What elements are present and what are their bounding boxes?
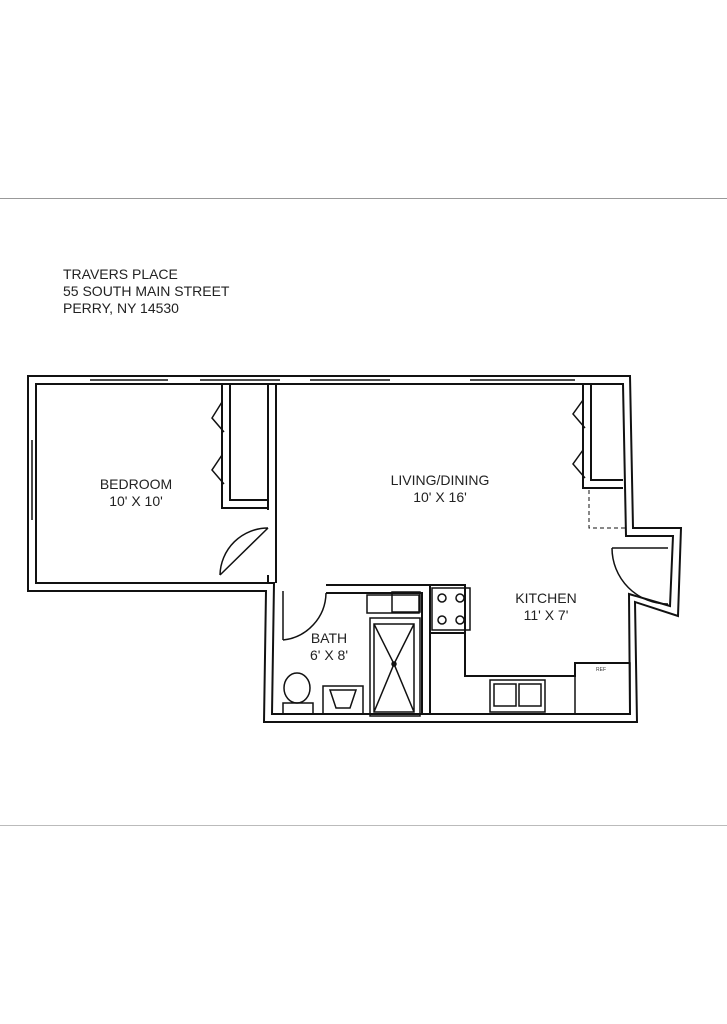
room-kitchen-name: KITCHEN	[515, 590, 577, 606]
room-living-name: LIVING/DINING	[390, 472, 490, 488]
closet-doors	[211, 399, 586, 485]
address-street: 55 SOUTH MAIN STREET	[63, 283, 230, 299]
floor-plan-sheet	[0, 198, 727, 826]
room-bath-size: 6' X 8'	[309, 647, 349, 663]
room-bath-name: BATH	[310, 630, 348, 646]
address-city: PERRY, NY 14530	[63, 300, 179, 316]
exterior-walls	[27, 375, 683, 723]
kitchen-fixtures	[431, 587, 631, 715]
room-living: LIVING/DINING 10' X 16'	[391, 472, 490, 506]
room-bedroom: BEDROOM 10' X 10'	[100, 476, 172, 510]
interior-walls	[221, 384, 630, 714]
bath-fixtures	[282, 591, 421, 717]
property-address: TRAVERS PLACE 55 SOUTH MAIN STREET PERRY…	[63, 266, 229, 317]
room-bath: BATH 6' X 8'	[310, 630, 348, 664]
room-kitchen: KITCHEN 11' X 7'	[515, 590, 576, 624]
room-bedroom-size: 10' X 10'	[109, 493, 163, 509]
swing-doors	[219, 527, 669, 641]
windows	[31, 379, 575, 520]
address-building: TRAVERS PLACE	[63, 266, 178, 282]
room-kitchen-size: 11' X 7'	[523, 607, 569, 623]
ref-label: REF	[596, 667, 606, 673]
room-living-size: 10' X 16'	[413, 489, 467, 505]
room-bedroom-name: BEDROOM	[99, 476, 173, 492]
